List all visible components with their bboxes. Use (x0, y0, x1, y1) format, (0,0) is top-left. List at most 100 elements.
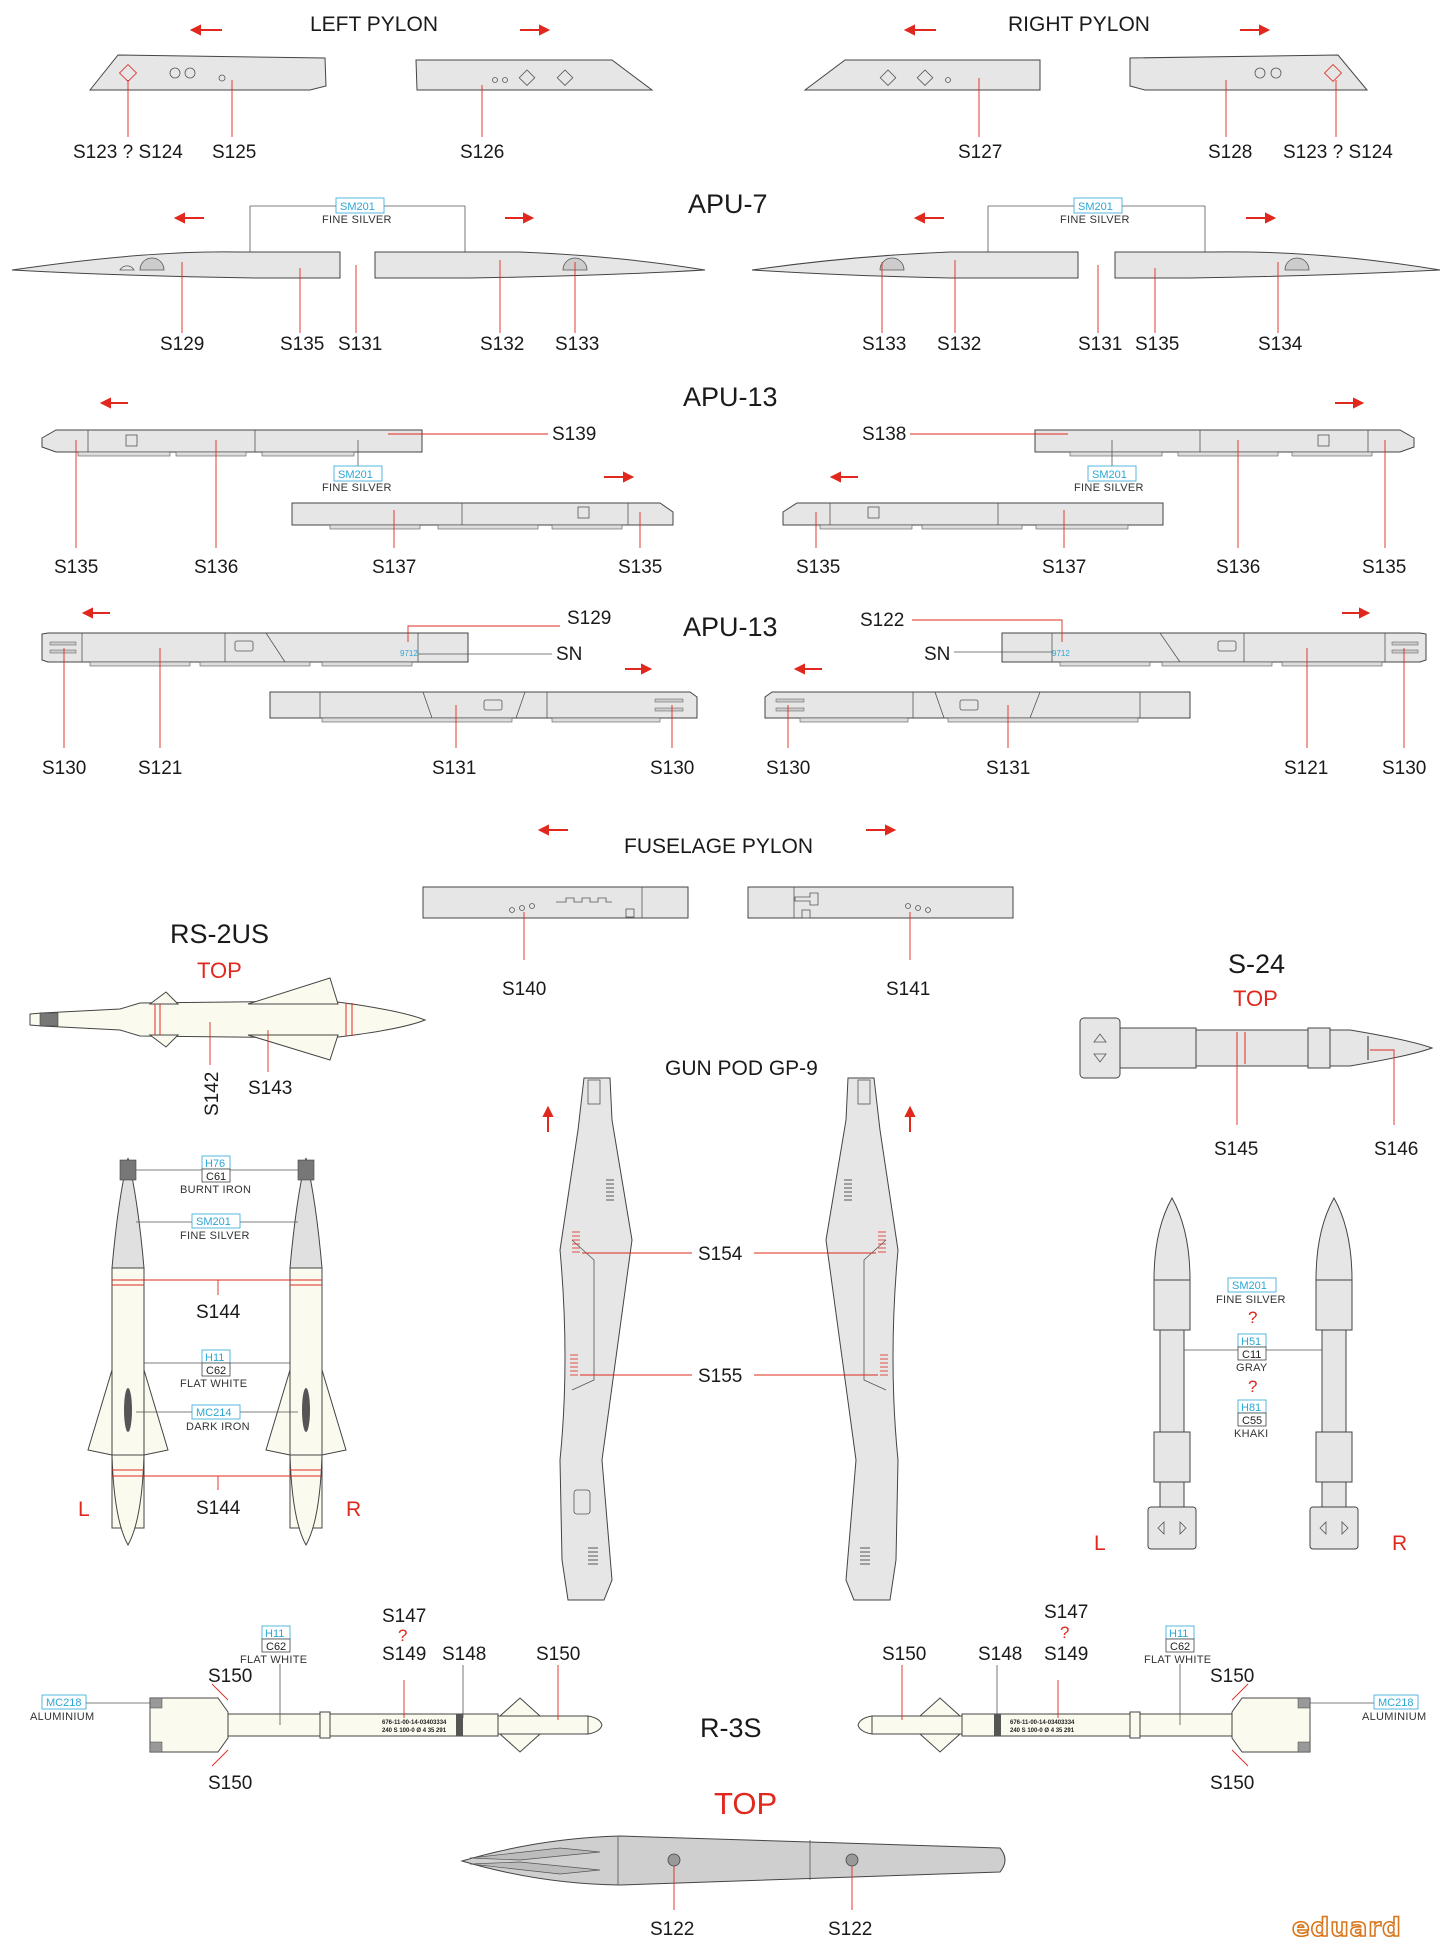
uncertain-mark: ? (1248, 1377, 1257, 1396)
fuselage-pylon-title: FUSELAGE PYLON (624, 835, 813, 858)
paint-name: FLAT WHITE (180, 1378, 247, 1390)
stencil-s131: S131 (432, 758, 476, 779)
s24-top-view (1079, 1017, 1434, 1079)
left-marker: L (1094, 1532, 1106, 1555)
stencil-s126: S126 (460, 142, 504, 163)
stencil-s127: S127 (958, 142, 1002, 163)
stencil-s141: S141 (886, 979, 930, 1000)
direction-arrows-apu13 (99, 397, 1365, 483)
tank-top-label: TOP (714, 1786, 777, 1821)
fuselage-pylon-left (422, 886, 689, 919)
apu13-left-lower (291, 502, 674, 530)
stencil-s122: S122 (828, 1919, 872, 1940)
apu7-left-outer (11, 251, 341, 279)
stencil-s148: S148 (978, 1644, 1022, 1665)
stencil-sn: SN (924, 644, 950, 665)
r3s-right-missile: 676-11-00-14-03403334 240 S 100-0 Ø 4 35… (857, 1697, 1311, 1753)
apu13b-left-upper: 9712 (41, 632, 469, 667)
paint-name: FINE SILVER (1060, 214, 1130, 226)
serial-number: 9712 (400, 649, 418, 658)
paint-code: SM201 (340, 201, 375, 213)
paint-code: SM201 (338, 469, 373, 481)
paint-ccode: C61 (206, 1171, 226, 1183)
uncertain-mark: ? (1248, 1308, 1257, 1327)
stencil-s135: S135 (54, 557, 98, 578)
apu7-right-outer (751, 251, 1079, 279)
paint-code: MC218 (1378, 1697, 1413, 1709)
stencil-s148: S148 (442, 1644, 486, 1665)
paint-name: KHAKI (1234, 1428, 1269, 1440)
stencil-s123-right: S123 ? S124 (1283, 142, 1393, 163)
rs2us-paint-callouts: H76 C61 BURNT IRON SM201 FINE SILVER H11… (136, 1155, 298, 1490)
direction-arrows-apu13-2 (81, 607, 1371, 675)
apu13-left-upper (41, 429, 423, 457)
paint-name: ALUMINIUM (30, 1711, 94, 1723)
stencil-s143: S143 (248, 1078, 292, 1099)
apu13-title-2: APU-13 (683, 612, 778, 642)
stencil-s146: S146 (1374, 1139, 1418, 1160)
s24-paint-callouts: SM201 FINE SILVER ? H51 C11 GRAY ? H81 C… (1184, 1277, 1322, 1440)
stencil-s125: S125 (212, 142, 256, 163)
paint-ccode: C11 (1242, 1349, 1261, 1361)
s24-title: S-24 (1228, 949, 1285, 979)
r3s-serial-1: 676-11-00-14-03403334 (1010, 1720, 1075, 1726)
stencil-s147: S147 (382, 1606, 426, 1627)
paint-code: MC218 (46, 1697, 81, 1709)
paint-code: H11 (1169, 1628, 1188, 1640)
stencil-s135: S135 (1135, 334, 1179, 355)
stencil-s144: S144 (196, 1498, 241, 1519)
direction-arrows-apu7 (173, 212, 1277, 224)
stencil-s131: S131 (338, 334, 382, 355)
apu13-sm201-right: SM201 FINE SILVER (1074, 440, 1144, 494)
rs2us-left-missile (87, 1157, 169, 1547)
direction-arrows-pylon (189, 24, 1271, 36)
paint-code: SM201 (1092, 469, 1127, 481)
apu13b-right-lower (764, 691, 1191, 723)
uncertain-mark: ? (1060, 1623, 1069, 1642)
stencil-s128: S128 (1208, 142, 1252, 163)
paint-name: FINE SILVER (322, 214, 392, 226)
stencil-s150: S150 (208, 1666, 252, 1687)
paint-name: FLAT WHITE (240, 1654, 307, 1666)
stencil-s130: S130 (650, 758, 694, 779)
s24-left-rocket (1147, 1196, 1197, 1550)
rs2us-top-view (29, 977, 427, 1061)
stencil-s133: S133 (862, 334, 906, 355)
left-pylon-inner (415, 59, 654, 91)
stencil-s150: S150 (1210, 1773, 1254, 1794)
apu13-sm201-left: SM201 FINE SILVER (322, 440, 392, 494)
stencil-s145: S145 (1214, 1139, 1258, 1160)
stencil-s136: S136 (194, 557, 238, 578)
paint-name: FINE SILVER (322, 482, 392, 494)
stencil-s139: S139 (552, 424, 596, 445)
rs2us-title: RS-2US (170, 919, 269, 949)
paint-code: H11 (205, 1352, 224, 1364)
paint-name: FINE SILVER (1074, 482, 1144, 494)
apu7-leaders (181, 260, 1279, 333)
stencil-s135: S135 (1362, 557, 1406, 578)
apu13-title: APU-13 (683, 382, 778, 412)
stencil-s130: S130 (766, 758, 810, 779)
left-marker: L (78, 1498, 90, 1521)
stencil-s135: S135 (280, 334, 324, 355)
right-pylon-inner (803, 59, 1041, 91)
apu13b-left-lower (269, 691, 698, 723)
stencil-s121: S121 (138, 758, 182, 779)
r3s-left-callouts: MC218 ALUMINIUM H11 C62 FLAT WHITE (30, 1625, 559, 1767)
rs2us-top-label: TOP (197, 958, 242, 983)
stencil-s135: S135 (796, 557, 840, 578)
stencil-s136: S136 (1216, 557, 1260, 578)
r3s-right-callouts: MC218 ALUMINIUM H11 C62 FLAT WHITE (901, 1625, 1426, 1767)
r3s-left-missile: 676-11-00-14-03403334 240 S 100-0 Ø 4 35… (149, 1697, 603, 1753)
stencil-s142: S142 (202, 1072, 223, 1116)
drop-tank-top-view (460, 1835, 1006, 1886)
left-pylon-outer (88, 54, 327, 91)
stencil-s147: S147 (1044, 1602, 1088, 1623)
stencil-s132: S132 (937, 334, 981, 355)
stencil-s131: S131 (986, 758, 1030, 779)
paint-code: SM201 (1078, 201, 1113, 213)
stencil-s150: S150 (536, 1644, 580, 1665)
r3s-serial-2: 240 S 100-0 Ø 4 35 291 (382, 1728, 447, 1734)
right-pylon-title: RIGHT PYLON (1008, 13, 1150, 36)
